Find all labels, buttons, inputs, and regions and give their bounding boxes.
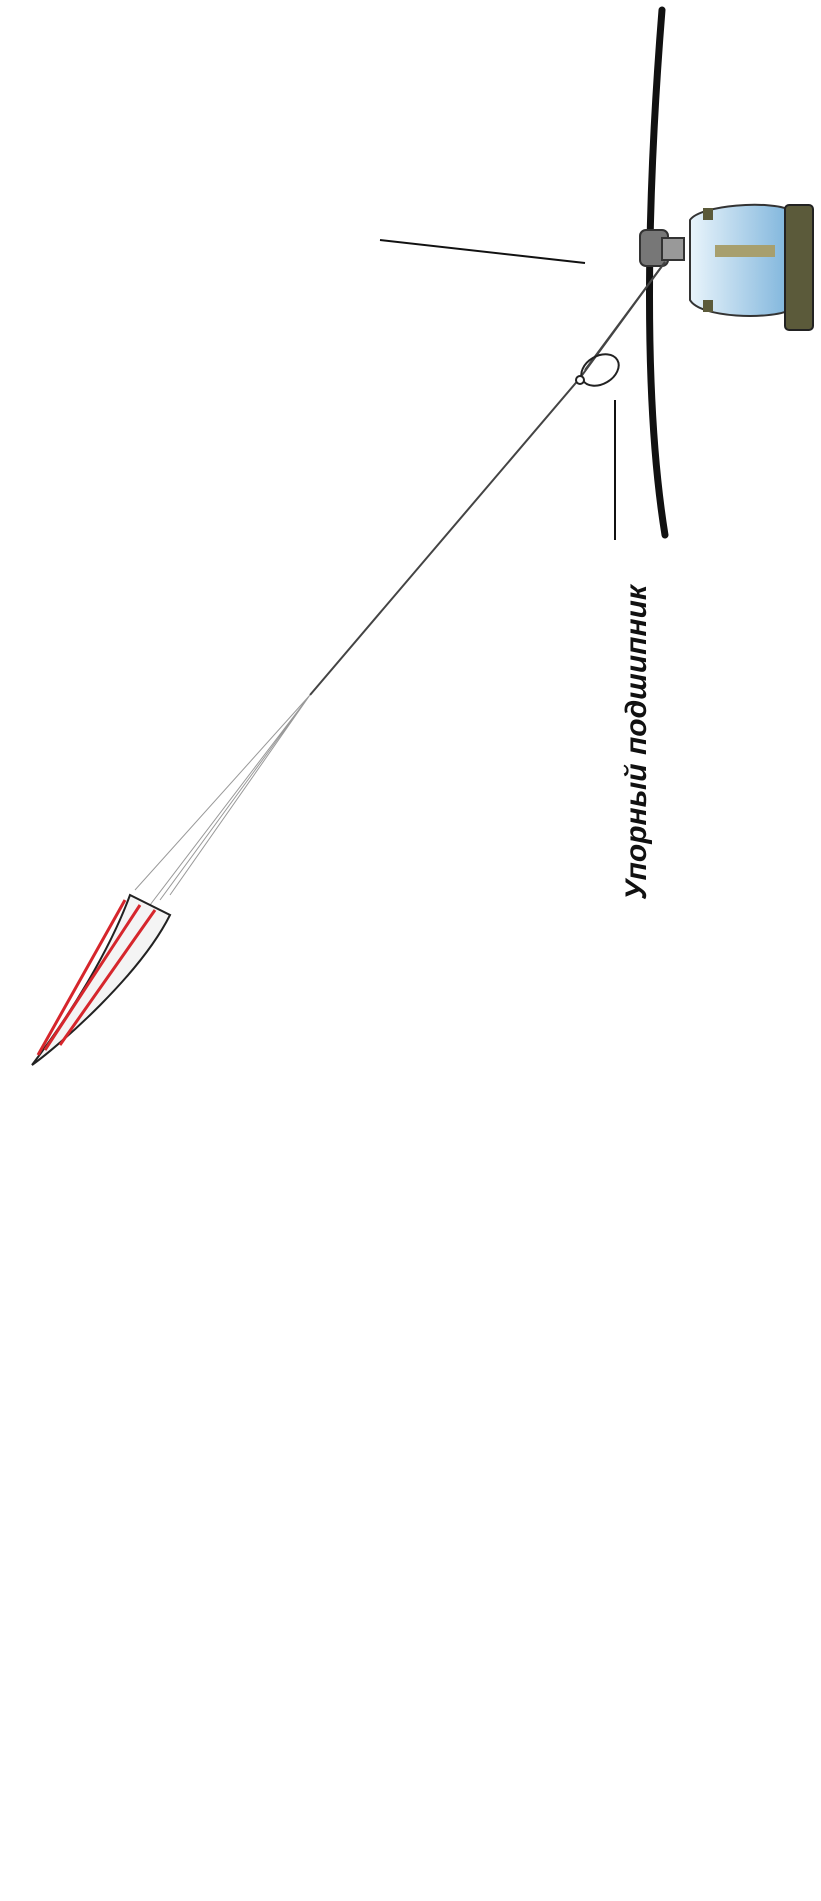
thrust-bearing-label: Упорный подшипник xyxy=(620,585,654,900)
tether-line xyxy=(310,262,665,695)
top-helicopter xyxy=(380,10,813,535)
swivel-bearing xyxy=(576,348,625,392)
top-rotor-hub xyxy=(640,230,684,266)
deployed-parachute xyxy=(32,262,665,1065)
top-cabin xyxy=(690,205,813,330)
top-pointer-line xyxy=(380,240,585,263)
